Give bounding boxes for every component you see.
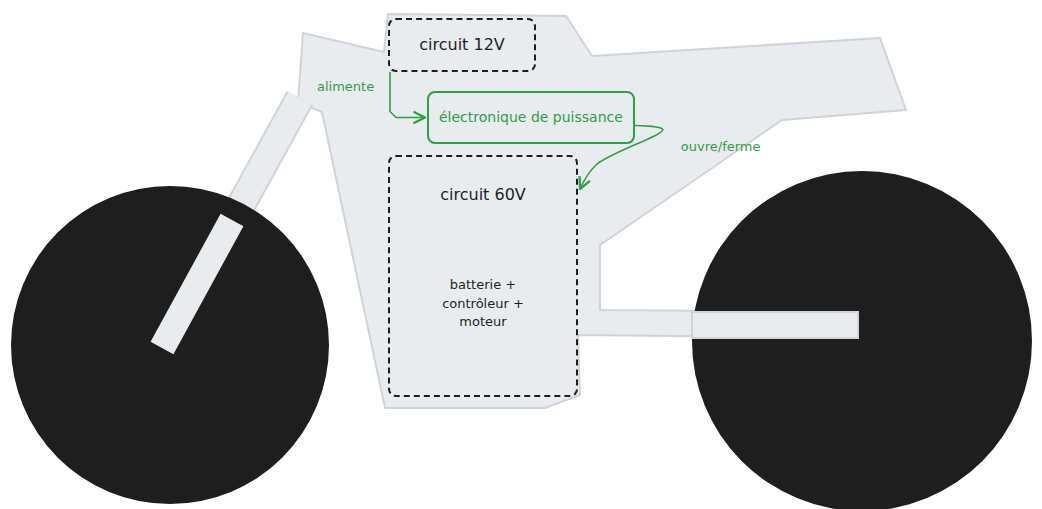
edge-label: alimente	[315, 79, 376, 94]
power-electronics-box: électronique de puissance	[427, 91, 635, 144]
front-fork-tip	[162, 220, 232, 348]
node-title: circuit 12V	[419, 35, 505, 56]
edge-label: ouvre/ferme	[679, 139, 763, 154]
front-wheel	[11, 186, 329, 504]
arrow-connector	[390, 72, 425, 118]
rear-wheel	[692, 171, 1032, 509]
node-body: batterie + contrôleur + moteur	[423, 276, 543, 333]
circuit-box: circuit 60V batterie + contrôleur + moteu…	[388, 155, 578, 397]
circuit-box: circuit 12V	[388, 18, 536, 72]
swingarm-tip	[692, 312, 858, 338]
node-title: circuit 60V	[440, 185, 526, 206]
node-title: électronique de puissance	[439, 108, 623, 126]
